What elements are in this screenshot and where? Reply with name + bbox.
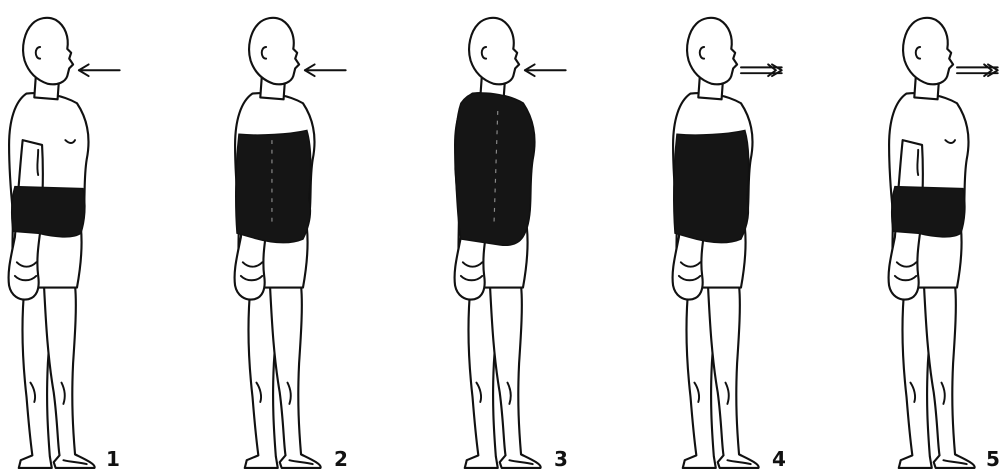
exhale-arrow-icon <box>957 64 998 76</box>
figure-number-4: 4 <box>772 447 786 471</box>
inhale-arrow-icon <box>305 64 346 76</box>
exhale-arrow-icon <box>741 64 782 76</box>
figure-5 <box>889 18 998 468</box>
shaded-abdomen-band <box>892 187 965 237</box>
figure-number-3: 3 <box>554 447 568 471</box>
figure-2 <box>235 18 346 468</box>
figure-3 <box>455 18 566 468</box>
figure-number-2: 2 <box>334 447 348 471</box>
shaded-full-torso <box>455 93 534 245</box>
inhale-arrow-icon <box>79 64 120 76</box>
shaded-abdomen-band <box>12 187 85 237</box>
figure-number-1: 1 <box>106 447 120 471</box>
figure-1 <box>9 18 120 468</box>
figure-4 <box>673 18 782 468</box>
figure-number-5: 5 <box>986 447 1000 471</box>
inhale-arrow-icon <box>525 64 566 76</box>
shaded-abdomen-chest-band <box>674 130 749 242</box>
shaded-abdomen-chest-band <box>236 130 311 242</box>
